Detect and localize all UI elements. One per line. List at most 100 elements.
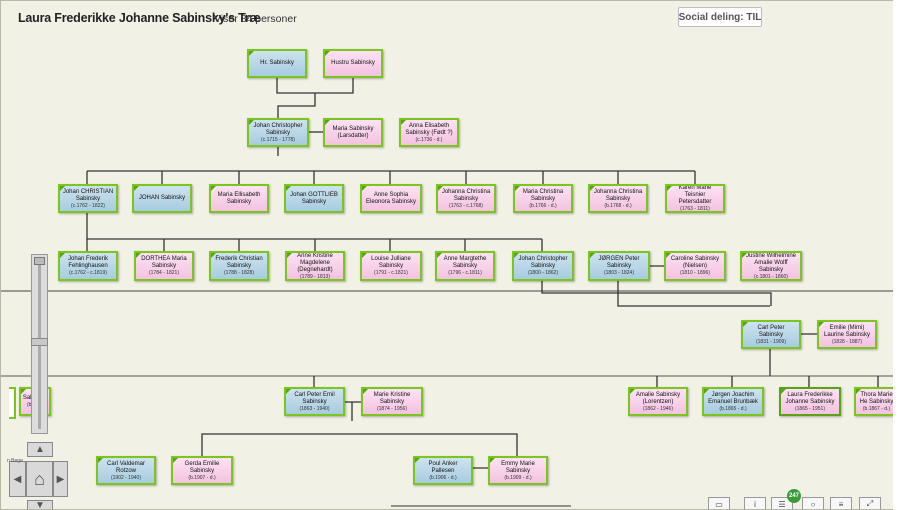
person-name: Emmy Marie Sabinsky xyxy=(501,460,535,474)
person-dates: (1791 - c.1821) xyxy=(374,270,408,276)
person-name: Johanna Christina Sabinsky xyxy=(441,188,491,202)
person-dates: (b.1906 - d.) xyxy=(429,474,457,481)
person-name: Hustru Sabinsky xyxy=(331,60,375,66)
person-name: Anne Sophia Eleonora Sabinsky xyxy=(365,191,417,205)
person-name: Johan Christopher Sabinsky xyxy=(253,122,303,136)
person-card[interactable]: Frederik Christian Sabinsky(1788 - 1828) xyxy=(209,251,269,281)
person-card[interactable]: Carl Valdemar Rotzow(1902 - 1940) xyxy=(96,456,156,485)
person-card[interactable]: Amalie Sabinsky (Lorentzen)(1862 - 1946) xyxy=(628,387,688,416)
page-edge xyxy=(893,0,900,510)
person-name: Johanna Christina Sabinsky xyxy=(593,188,643,202)
person-dates: (b.1865 - d.) xyxy=(719,405,747,412)
person-name: Thora Marie He Sabinsky xyxy=(859,391,894,405)
person-dates: (1800 - 1862) xyxy=(527,270,559,276)
person-name: Marie Kristine Sabinsky xyxy=(373,391,411,405)
person-card[interactable]: JOHAN Sabinsky xyxy=(132,184,192,213)
person-name: Maria Christina Sabinsky xyxy=(522,188,564,202)
person-dates: (1796 - c.1811) xyxy=(448,270,482,276)
person-name: Emilie (Mimi) Laurine Sabinsky xyxy=(823,324,871,338)
pan-up-button[interactable]: ▲ xyxy=(27,442,53,457)
person-dates: (c.1715 - 1778) xyxy=(261,136,295,143)
document-button[interactable]: ≡ xyxy=(830,497,852,509)
person-card[interactable]: Johan CHRISTIAN Sabinsky(c.1762 - 1822) xyxy=(58,184,118,213)
pan-left-button[interactable]: ◀ xyxy=(9,461,26,497)
person-dates: (1788 - 1828) xyxy=(223,270,255,276)
connector xyxy=(276,77,354,94)
person-card[interactable]: Laura Frederikke Johanne Sabinsky(1865 -… xyxy=(779,387,841,416)
person-card[interactable]: Emmy Marie Sabinsky(b.1909 - d.) xyxy=(488,456,548,485)
person-card[interactable]: Johan GOTTLIEB Sabinsky xyxy=(284,184,344,213)
person-card[interactable]: Poul Anker Pallesen(b.1906 - d.) xyxy=(413,456,473,485)
person-dates: (c.1762 - c.1819) xyxy=(69,270,107,276)
person-card[interactable]: Karen Marie Teisnier Petersdatter(1763 -… xyxy=(665,184,725,213)
person-card[interactable]: Anna Elisabeth Sabinsky (Født ?)(c.1736 … xyxy=(399,118,459,147)
person-card[interactable]: Caroline Sabinsky (Nielsen)(1810 - 1896) xyxy=(664,251,726,281)
connector xyxy=(656,376,879,387)
connector xyxy=(201,402,518,456)
person-card[interactable]: Jørgen Joachim Emanuel Brunbæk(b.1865 - … xyxy=(702,387,764,416)
person-name: Johan CHRISTIAN Sabinsky xyxy=(62,188,114,202)
person-card[interactable]: Emilie (Mimi) Laurine Sabinsky(1828 - 18… xyxy=(817,320,877,349)
person-card[interactable]: Justine Wilhelmine Amalie Wolff Sabinsky… xyxy=(740,251,802,281)
person-card[interactable]: JØRGEN Peter Sabinsky(1803 - 1824) xyxy=(588,251,650,281)
notification-badge: 247 xyxy=(787,489,801,503)
connector xyxy=(277,93,316,118)
home-button[interactable]: ⌂ xyxy=(26,461,53,497)
person-card[interactable]: Johan Frederik Fehlinghausen(c.1762 - c.… xyxy=(58,251,118,281)
person-card[interactable]: Anne Sophia Eleonora Sabinsky xyxy=(360,184,422,213)
person-dates: (1763 - 1811) xyxy=(680,206,710,212)
person-name: Poul Anker Pallesen xyxy=(428,460,458,474)
person-card[interactable]: Johan Christopher Sabinsky(1800 - 1862) xyxy=(512,251,574,281)
person-name: Louise Julliane Sabinsky xyxy=(371,256,411,269)
document-icon: ≡ xyxy=(838,499,844,509)
person-name: Johan Christopher Sabinsky xyxy=(518,256,568,269)
person-name: Anna Elisabeth Sabinsky (Født ?) xyxy=(405,122,453,136)
person-card[interactable]: Johanna Christina Sabinsky(1763 - c.1768… xyxy=(436,184,496,213)
person-card[interactable]: Maria Sabinsky (Larsdatter) xyxy=(323,118,383,147)
person-card[interactable]: Johan Christopher Sabinsky(c.1715 - 1778… xyxy=(247,118,309,147)
zoom-max-cap[interactable] xyxy=(34,257,45,265)
person-name: DORTHEA Maria Sabinsky xyxy=(141,256,187,269)
person-dates: (1831 - 1909) xyxy=(755,338,787,345)
person-name: Gerda Emilie Sabinsky xyxy=(184,460,220,474)
person-name: Amalie Sabinsky (Lorentzen) xyxy=(635,391,681,405)
person-card[interactable]: Anne Margtethe Sabinsky(1796 - c.1811) xyxy=(435,251,495,281)
print-icon: ▭ xyxy=(715,499,723,509)
person-card[interactable]: Carl Peter Sabinsky(1831 - 1909) xyxy=(741,320,801,349)
person-dates: (1862 - 1946) xyxy=(642,405,674,412)
person-dates: (b.1766 - d.) xyxy=(529,202,557,209)
pan-down-button[interactable]: ▼ xyxy=(27,500,53,509)
person-card[interactable]: Carl Peter Emil Sabinsky(1863 - 1940) xyxy=(284,387,345,416)
person-name: Maria Ellisabeth Sabinsky xyxy=(217,191,261,205)
person-dates: (c.1736 - d.) xyxy=(415,136,443,143)
person-dates: (1803 - 1824) xyxy=(603,270,635,276)
person-card[interactable]: Thora Marie He Sabinsky(b.1867 - d.) xyxy=(854,387,894,416)
person-card[interactable]: Johanna Christina Sabinsky(b.1768 - d.) xyxy=(588,184,648,213)
person-dates: (b.1909 - d.) xyxy=(504,474,532,481)
pan-right-button[interactable]: ▶ xyxy=(53,461,68,497)
person-name: JOHAN Sabinsky xyxy=(138,195,186,201)
person-card[interactable]: Marie Kristine Sabinsky(1874 - 1956) xyxy=(361,387,423,416)
print-button[interactable]: ▭ xyxy=(708,497,730,509)
home-icon: ⌂ xyxy=(34,468,45,489)
info-button[interactable]: i xyxy=(744,497,766,509)
person-name: JØRGEN Peter Sabinsky xyxy=(598,256,640,269)
person-card[interactable]: Gerda Emilie Sabinsky(b.1907 - d.) xyxy=(171,456,233,485)
person-name: Frederik Christian Sabinsky xyxy=(215,256,263,269)
person-dates: (1789 - 1813) xyxy=(299,273,331,280)
person-card[interactable]: Maria Christina Sabinsky(b.1766 - d.) xyxy=(513,184,573,213)
person-card[interactable]: Anne Kristine Magdelene (Degnehardt)(178… xyxy=(285,251,345,281)
person-card[interactable]: Louise Julliane Sabinsky(1791 - c.1821) xyxy=(360,251,422,281)
person-card[interactable]: Hr. Sabinsky xyxy=(247,49,307,78)
zoom-handle[interactable] xyxy=(31,338,48,346)
person-count: Viser 84 personer xyxy=(214,13,297,25)
fullscreen-button[interactable]: ⤢ xyxy=(859,497,881,509)
search-button[interactable]: ○ xyxy=(802,497,824,509)
social-share-button[interactable]: Social deling: TIL xyxy=(678,7,762,27)
person-card[interactable]: DORTHEA Maria Sabinsky(1784 - 1821) xyxy=(134,251,194,281)
person-card[interactable]: Maria Ellisabeth Sabinsky xyxy=(209,184,269,213)
tree-header: Laura Frederikke Johanne Sabinsky's Træ … xyxy=(1,1,894,33)
person-card[interactable]: Hustru Sabinsky xyxy=(323,49,383,78)
